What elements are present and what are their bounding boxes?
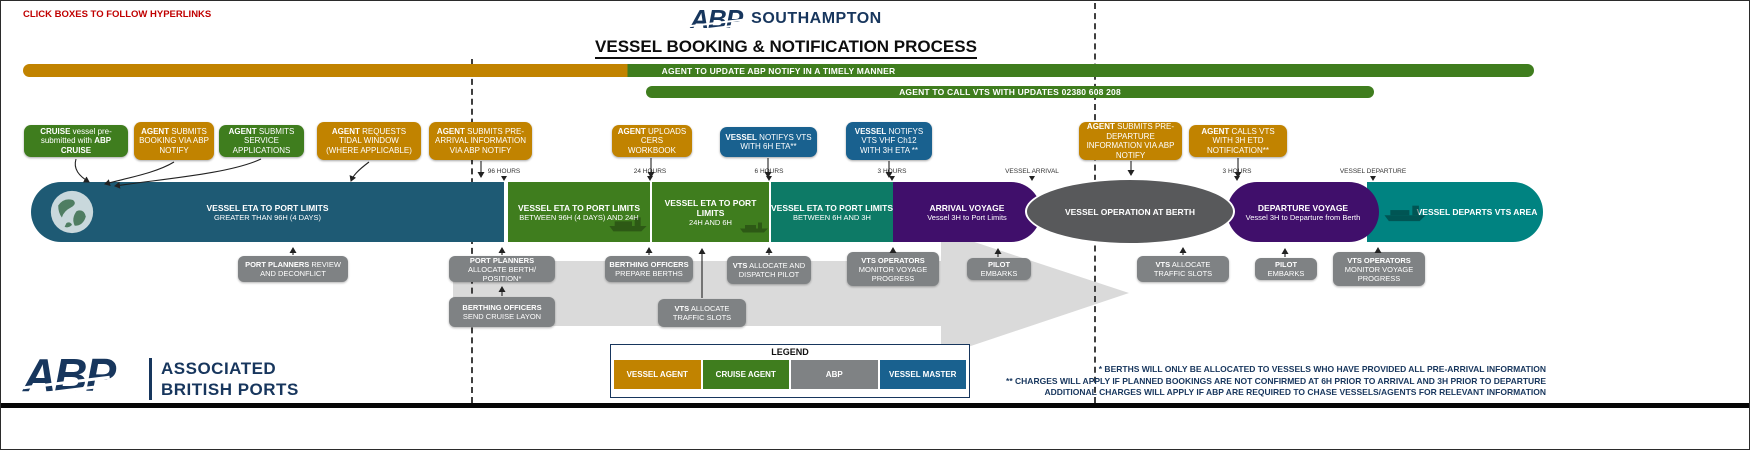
process-box-pre-arrival[interactable]: AGENT SUBMITS PRE-ARRIVAL INFORMATION VI… [429, 122, 532, 160]
process-box-etd-notification[interactable]: AGENT CALLS VTS WITH 3H ETD NOTIFICATION… [1189, 125, 1287, 157]
page-title: VESSEL BOOKING & NOTIFICATION PROCESS [541, 37, 1031, 59]
footnote: ADDITIONAL CHARGES WILL APPLY IF ABP ARE… [1044, 387, 1546, 397]
abp-box-label: VTS OPERATORS MONITOR VOYAGE PROGRESS [1344, 255, 1414, 283]
process-box-label: VESSEL NOTIFYS VTS VHF Ch12 WITH 3H ETA … [854, 126, 924, 155]
segment-subtitle: BETWEEN 96H (4 DAYS) AND 24H [519, 212, 639, 222]
header: ABP SOUTHAMPTON VESSEL BOOKING & NOTIFIC… [541, 6, 1031, 59]
legend-item-vessel-agent: VESSEL AGENT [614, 360, 701, 389]
abp-box-port-planners-allocate[interactable]: PORT PLANNERS ALLOCATE BERTH/ POSITION* [449, 255, 555, 283]
process-box-label: AGENT SUBMITS PRE-DEPARTURE INFORMATION … [1086, 122, 1175, 160]
segment-title: VESSEL ETA TO PORT LIMITS [517, 202, 640, 213]
process-box-label: VESSEL NOTIFYS VTS WITH 6H ETA** [725, 132, 812, 152]
timeline-segment-arrival-voyage[interactable]: ARRIVAL VOYAGE Vessel 3H to Port Limits [893, 182, 1041, 242]
abp-box-label: PORT PLANNERS REVIEW AND DECONFLICT [245, 260, 341, 278]
footnote: * BERTHS WILL ONLY BE ALLOCATED TO VESSE… [1098, 364, 1546, 374]
footer-logo-divider [149, 358, 152, 400]
segment-subtitle: Vessel 3H to Departure from Berth [1245, 212, 1361, 222]
process-box-tidal-window[interactable]: AGENT REQUESTS TIDAL WINDOW (WHERE APPLI… [317, 122, 421, 160]
abp-box-label: BERTHING OFFICERS SEND CRUISE LAYON [462, 303, 542, 321]
abp-box-pilot-embarks-departure[interactable]: PILOT EMBARKS [1255, 258, 1317, 280]
abp-box-vts-monitor-departure[interactable]: VTS OPERATORS MONITOR VOYAGE PROGRESS [1333, 252, 1425, 286]
footnote: ** CHARGES WILL APPLY IF PLANNED BOOKING… [1006, 375, 1546, 386]
legend-title: LEGEND [771, 347, 809, 357]
segment-title: VESSEL DEPARTS VTS AREA [1416, 207, 1538, 217]
abp-logo: ABP [689, 6, 743, 33]
legend-item-cruise-agent: CRUISE AGENT [702, 360, 789, 389]
timeline-segment-eta-24h-6h[interactable]: VESSEL ETA TO PORT LIMITS 24H AND 6H [650, 182, 769, 242]
timeline-marker-vessel-departure: VESSEL DEPARTURE [1339, 168, 1407, 175]
process-box-pre-departure[interactable]: AGENT SUBMITS PRE-DEPARTURE INFORMATION … [1079, 122, 1182, 160]
segment-title: VESSEL ETA TO PORT LIMITS [206, 202, 329, 213]
legend-item-vessel-master: VESSEL MASTER [879, 360, 966, 389]
timeline-segment-eta-gt-96h[interactable]: VESSEL ETA TO PORT LIMITS GREATER THAN 9… [31, 182, 504, 242]
ship-watermark-icon [608, 215, 648, 238]
abp-box-label: BERTHING OFFICERS PREPARE BERTHS [609, 260, 689, 278]
process-box-cers-workbook[interactable]: AGENT UPLOADS CERS WORKBOOK [612, 125, 692, 157]
segment-title: VESSEL ETA TO PORT LIMITS [664, 197, 757, 218]
process-box-label: CRUISE vessel pre-submitted with ABP CRU… [40, 126, 112, 155]
process-box-label: AGENT CALLS VTS WITH 3H ETD NOTIFICATION… [1201, 126, 1275, 155]
abp-box-label: VTS ALLOCATE AND DISPATCH PILOT [732, 261, 806, 279]
process-box-label: AGENT SUBMITS PRE-ARRIVAL INFORMATION VI… [435, 126, 526, 155]
hyperlink-hint: CLICK BOXES TO FOLLOW HYPERLINKS [23, 9, 212, 20]
segment-title: DEPARTURE VOYAGE [1257, 202, 1349, 213]
abp-box-pilot-embarks-arrival[interactable]: PILOT EMBARKS [967, 258, 1031, 280]
abp-box-label: PILOT EMBARKS [1267, 260, 1305, 278]
timeline-marker-6h: 6 HOURS [754, 168, 784, 175]
process-box-label: AGENT REQUESTS TIDAL WINDOW (WHERE APPLI… [326, 126, 412, 155]
timeline-segment-eta-96h-24h[interactable]: VESSEL ETA TO PORT LIMITS BETWEEN 96H (4… [506, 182, 650, 242]
abp-box-berthing-officers-prepare[interactable]: BERTHING OFFICERS PREPARE BERTHS [605, 256, 693, 282]
segment-subtitle: 24H AND 6H [689, 217, 732, 227]
segment-subtitle: GREATER THAN 96H (4 DAYS) [213, 212, 322, 222]
process-box-label: AGENT SUBMITS SERVICE APPLICATIONS [228, 126, 295, 155]
segment-subtitle: Vessel 3H to Port Limits [927, 212, 1007, 222]
process-box-cruise-presubmit[interactable]: CRUISE vessel pre-submitted with ABP CRU… [24, 125, 128, 157]
segment-subtitle: BETWEEN 6H AND 3H [793, 212, 871, 222]
abp-footer-logo: ABP [23, 351, 116, 399]
process-box-label: AGENT SUBMITS BOOKING VIA ABP NOTIFY [139, 126, 209, 155]
timeline-marker-3h-departure: 3 HOURS [1222, 168, 1252, 175]
timeline-marker-96h: 96 HOURS [487, 168, 521, 175]
ship-icon [1383, 202, 1427, 229]
footnotes: * BERTHS WILL ONLY BE ALLOCATED TO VESSE… [1001, 364, 1546, 399]
banner-agent-call-vts: AGENT TO CALL VTS WITH UPDATES 02380 608… [646, 86, 1374, 98]
timeline-segment-operation-at-berth[interactable]: VESSEL OPERATION AT BERTH [1025, 178, 1235, 245]
globe-icon [49, 189, 95, 240]
brand-location: SOUTHAMPTON [751, 10, 882, 27]
slide-bottom-edge [1, 403, 1749, 408]
segment-title: VESSEL OPERATION AT BERTH [1064, 206, 1196, 217]
abp-box-vts-monitor-arrival[interactable]: VTS OPERATORS MONITOR VOYAGE PROGRESS [847, 252, 939, 286]
legend: LEGEND VESSEL AGENT CRUISE AGENT ABP VES… [610, 344, 970, 398]
abp-box-label: VTS OPERATORS MONITOR VOYAGE PROGRESS [858, 255, 928, 283]
abp-box-vts-traffic-slots-24h[interactable]: VTS ALLOCATE TRAFFIC SLOTS [658, 299, 746, 327]
abp-box-label: PILOT EMBARKS [980, 260, 1018, 278]
process-box-booking[interactable]: AGENT SUBMITS BOOKING VIA ABP NOTIFY [134, 122, 214, 160]
segment-title: VESSEL ETA TO PORT LIMITS [771, 202, 894, 213]
timeline-marker-24h: 24 HOURS [633, 168, 667, 175]
abp-box-port-planners-review[interactable]: PORT PLANNERS REVIEW AND DECONFLICT [238, 256, 348, 282]
abp-box-vts-traffic-slots-departure[interactable]: VTS ALLOCATE TRAFFIC SLOTS [1137, 256, 1229, 282]
abp-box-label: VTS ALLOCATE TRAFFIC SLOTS [672, 304, 732, 322]
process-box-vts-6h-eta[interactable]: VESSEL NOTIFYS VTS WITH 6H ETA** [720, 127, 817, 157]
process-box-service-applications[interactable]: AGENT SUBMITS SERVICE APPLICATIONS [219, 125, 304, 157]
timeline-marker-3h-arrival: 3 HOURS [877, 168, 907, 175]
legend-item-abp: ABP [791, 360, 878, 389]
timeline-segment-departs-vts-area[interactable]: VESSEL DEPARTS VTS AREA [1367, 182, 1543, 242]
abp-box-label: VTS ALLOCATE TRAFFIC SLOTS [1153, 260, 1213, 278]
timeline-segment-eta-6h-3h[interactable]: VESSEL ETA TO PORT LIMITS BETWEEN 6H AND… [769, 182, 893, 242]
footer-brand-name: ASSOCIATED BRITISH PORTS [161, 359, 299, 399]
abp-box-label: PORT PLANNERS ALLOCATE BERTH/ POSITION* [467, 255, 537, 283]
abp-box-vts-dispatch-pilot[interactable]: VTS ALLOCATE AND DISPATCH PILOT [727, 256, 811, 284]
timeline-segment-departure-voyage[interactable]: DEPARTURE VOYAGE Vessel 3H to Departure … [1227, 182, 1379, 242]
timeline-marker-vessel-arrival: VESSEL ARRIVAL [1005, 168, 1059, 175]
abp-box-berthing-officers-cruise-layon[interactable]: BERTHING OFFICERS SEND CRUISE LAYON [449, 297, 555, 327]
process-box-vts-vhf-3h-eta[interactable]: VESSEL NOTIFYS VTS VHF Ch12 WITH 3H ETA … [846, 122, 932, 160]
ship-watermark-icon [739, 220, 769, 239]
banner-agent-update: AGENT TO UPDATE ABP NOTIFY IN A TIMELY M… [23, 64, 1534, 77]
segment-title: ARRIVAL VOYAGE [929, 202, 1005, 213]
process-box-label: AGENT UPLOADS CERS WORKBOOK [617, 126, 687, 155]
